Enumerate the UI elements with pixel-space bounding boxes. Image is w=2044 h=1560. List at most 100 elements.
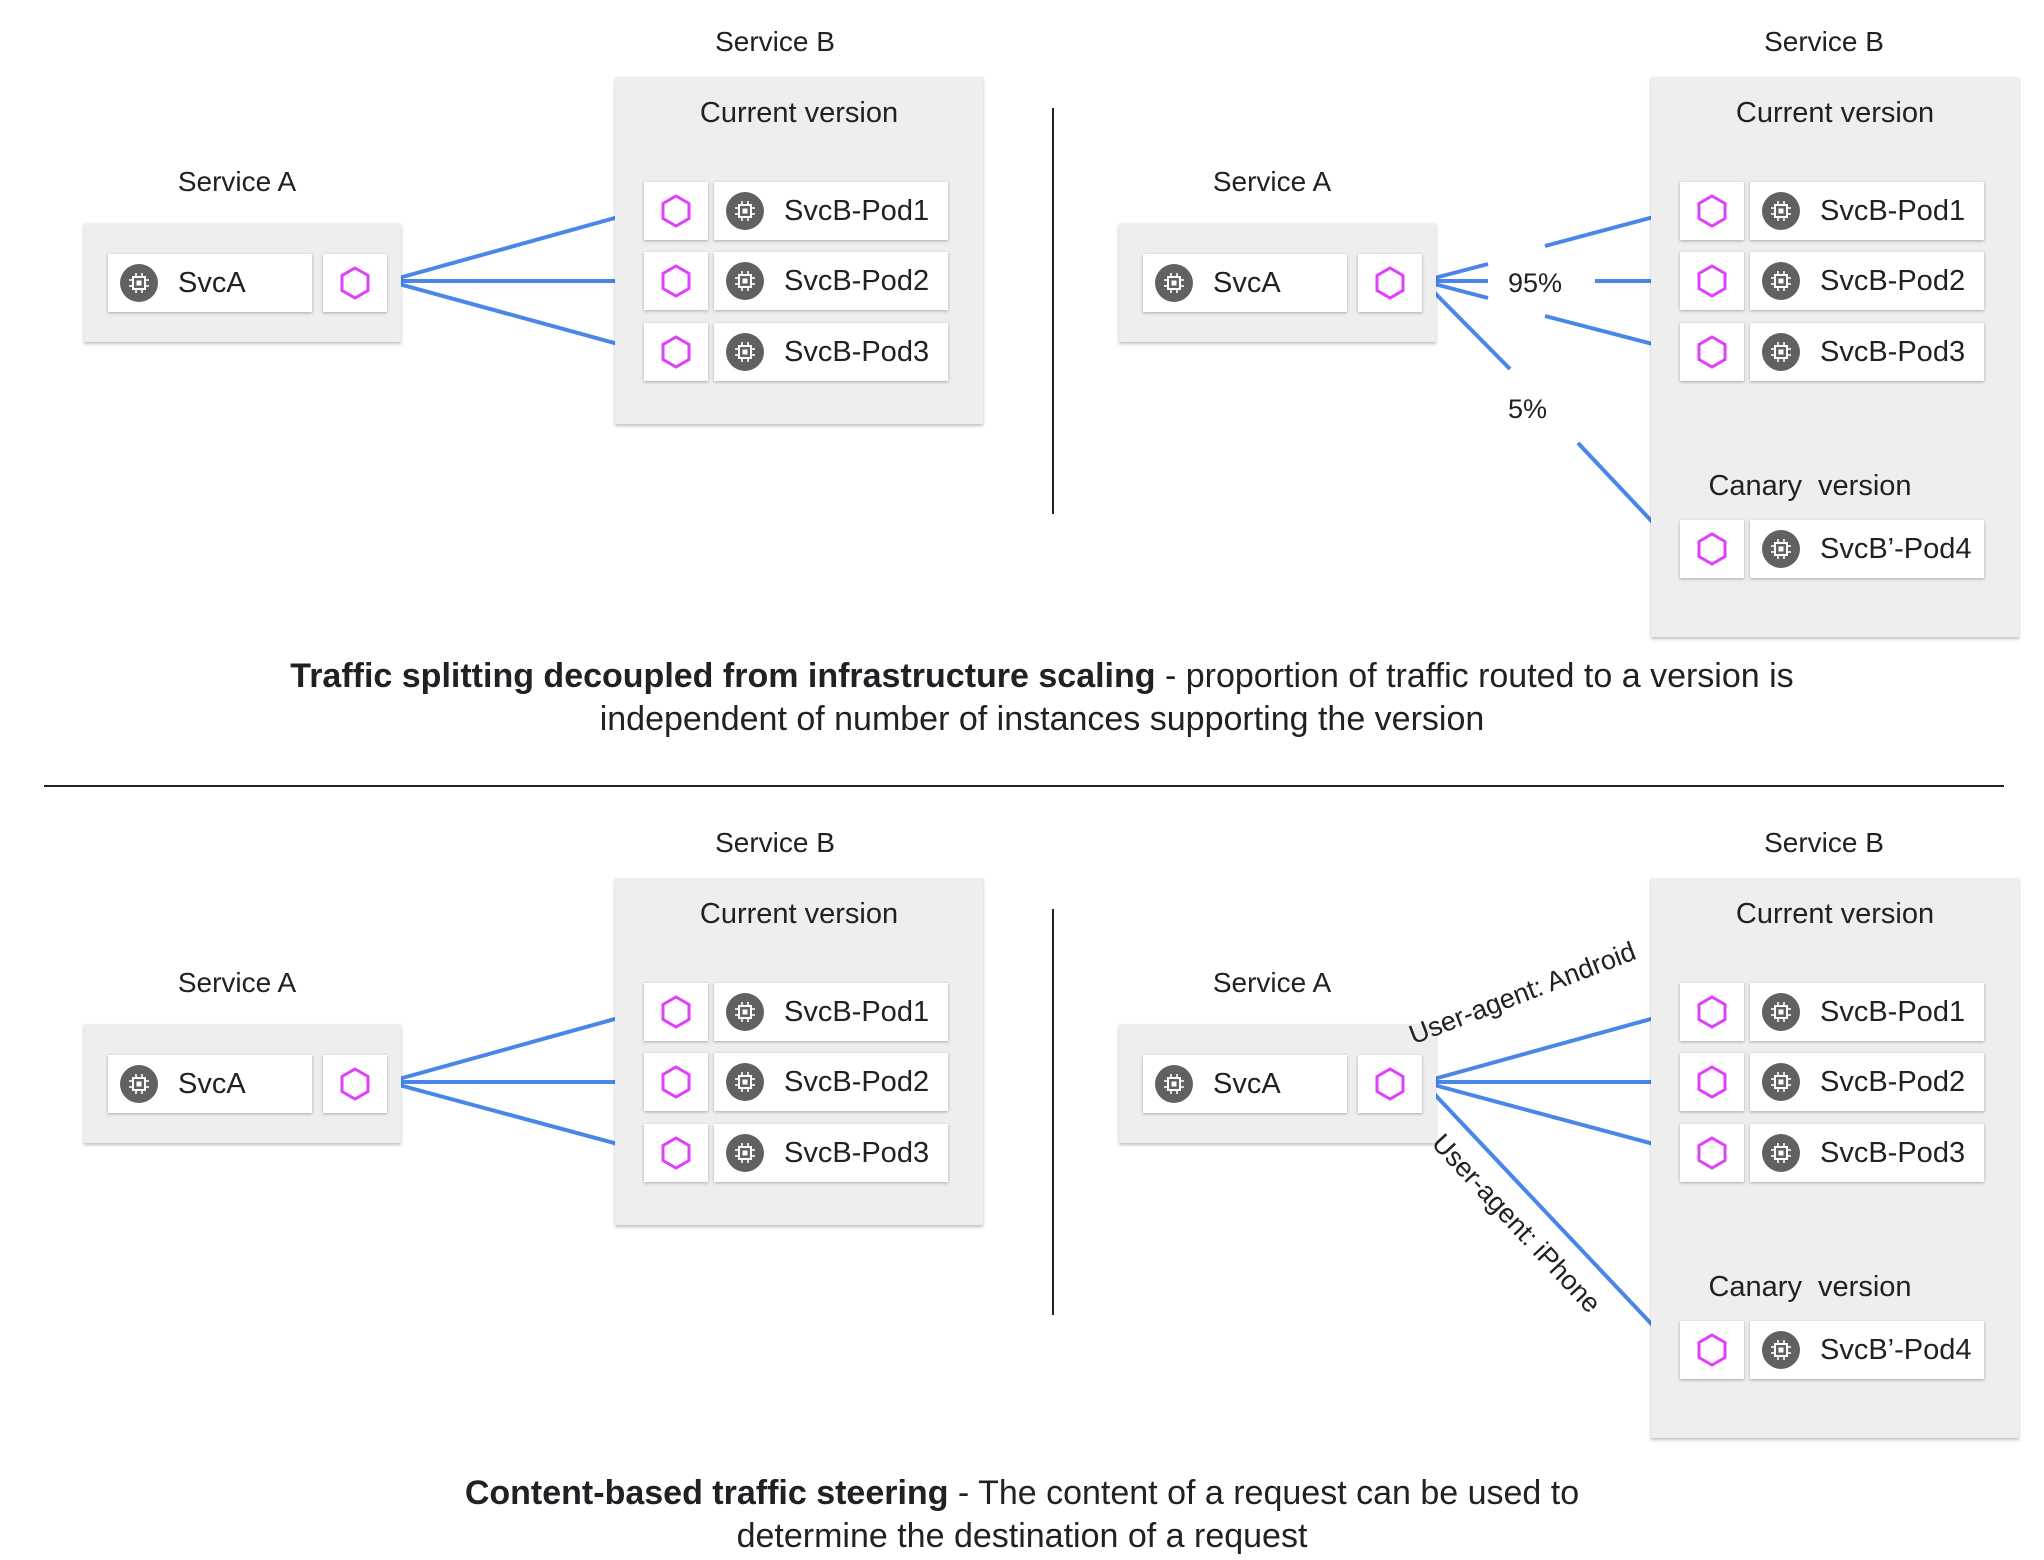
envoy-proxy-card [644, 1053, 708, 1111]
envoy-proxy-card [1680, 1321, 1744, 1379]
envoy-proxy-card [1680, 983, 1744, 1041]
envoy-proxy-card [323, 1055, 387, 1113]
arrow-bl-pod3 [387, 1080, 642, 1155]
arrow-bl-pod1 [387, 1007, 642, 1084]
pod-card: SvcB-Pod2 [1750, 1053, 1984, 1111]
pod-card: SvcB-Pod1 [1750, 983, 1984, 1041]
caption-bottom-bold: Content-based traffic steering [464, 1474, 949, 1512]
pod-name: SvcB-Pod2 [1820, 264, 1966, 297]
chip-icon [1762, 192, 1800, 230]
envoy-hexagon-icon [340, 266, 370, 300]
envoy-hexagon-icon [1697, 194, 1727, 228]
envoy-hexagon-icon [661, 264, 691, 298]
pod-name: SvcA [1213, 1067, 1281, 1100]
svca-pod-card: SvcA [108, 1055, 312, 1113]
envoy-hexagon-icon [340, 1067, 370, 1101]
caption-bottom-rest: - The content of a request can be used t… [948, 1474, 1580, 1512]
service-b-title: Service B [1764, 26, 1884, 57]
envoy-hexagon-icon [1375, 266, 1405, 300]
vertical-divider [1052, 108, 1054, 514]
chip-icon [1762, 262, 1800, 300]
pod-name: SvcB’-Pod4 [1820, 532, 1972, 565]
traffic-percent-current: 95% [1508, 268, 1563, 298]
traffic-percent-canary: 5% [1508, 394, 1548, 424]
chip-icon [1762, 1134, 1800, 1172]
canary-pod-card: SvcB’-Pod4 [1750, 1321, 1984, 1379]
envoy-proxy-card [1680, 520, 1744, 578]
svca-pod-card: SvcA [108, 254, 312, 312]
pod-name: SvcB-Pod2 [784, 264, 930, 297]
chip-icon [726, 333, 764, 371]
envoy-hexagon-icon [1375, 1067, 1405, 1101]
chip-icon [726, 262, 764, 300]
chip-icon [726, 993, 764, 1031]
pod-card: SvcB-Pod3 [714, 1124, 948, 1182]
envoy-proxy-card [644, 1124, 708, 1182]
envoy-hexagon-icon [661, 1136, 691, 1170]
service-b-title: Service B [715, 827, 835, 858]
chip-icon [120, 264, 158, 302]
canary-version-label: Canary version [1708, 470, 1912, 502]
pod-card: SvcB-Pod2 [1750, 252, 1984, 310]
arrow-br-pod3 [1422, 1080, 1678, 1155]
caption-bottom-line2: determine the destination of a request [736, 1517, 1308, 1555]
arrow-tl-pod3 [387, 279, 642, 355]
pod-name: SvcB-Pod1 [784, 194, 930, 227]
service-a-title: Service A [1212, 166, 1332, 197]
chip-icon [1762, 993, 1800, 1031]
caption-bottom-line1: Content-based traffic steering - The con… [0, 1472, 2044, 1515]
arrow-tr-start-4 [1421, 279, 1512, 371]
pod-card: SvcB-Pod1 [714, 182, 948, 240]
caption-top: Traffic splitting decoupled from infrast… [0, 655, 2044, 741]
envoy-proxy-card [1680, 323, 1744, 381]
envoy-proxy-card [644, 983, 708, 1041]
chip-icon [726, 1134, 764, 1172]
pod-name: SvcB’-Pod4 [1820, 1333, 1972, 1366]
pod-name: SvcB-Pod2 [1820, 1065, 1966, 1098]
pod-name: SvcB-Pod1 [784, 995, 930, 1028]
pod-name: SvcB-Pod1 [1820, 194, 1966, 227]
chip-icon [1762, 1063, 1800, 1101]
pod-card: SvcB-Pod3 [1750, 323, 1984, 381]
pod-card: SvcB-Pod1 [714, 983, 948, 1041]
chip-icon [1155, 1065, 1193, 1103]
envoy-hexagon-icon [1697, 1136, 1727, 1170]
envoy-hexagon-icon [661, 335, 691, 369]
envoy-hexagon-icon [1697, 995, 1727, 1029]
chip-icon [1762, 1331, 1800, 1369]
caption-top-rest: - proportion of traffic routed to a vers… [1155, 657, 1794, 695]
envoy-hexagon-icon [1697, 532, 1727, 566]
envoy-hexagon-icon [661, 1065, 691, 1099]
caption-top-bold: Traffic splitting decoupled from infrast… [290, 657, 1156, 695]
envoy-hexagon-icon [661, 194, 691, 228]
svca-pod-card: SvcA [1143, 254, 1347, 312]
chip-icon [1762, 530, 1800, 568]
envoy-hexagon-icon [661, 995, 691, 1029]
caption-top-line1: Traffic splitting decoupled from infrast… [40, 655, 2044, 698]
pod-name: SvcB-Pod3 [784, 1136, 930, 1169]
pod-name: SvcB-Pod2 [784, 1065, 930, 1098]
pod-name: SvcB-Pod3 [1820, 335, 1966, 368]
pod-card: SvcB-Pod2 [714, 252, 948, 310]
arrow-tl-pod1 [387, 206, 642, 283]
current-version-label: Current version [1735, 898, 1935, 930]
horizontal-divider [44, 785, 2004, 787]
pod-card: SvcB-Pod2 [714, 1053, 948, 1111]
envoy-proxy-card [644, 323, 708, 381]
service-a-title: Service A [177, 166, 297, 197]
chip-icon [726, 192, 764, 230]
envoy-proxy-card [644, 252, 708, 310]
current-version-label: Current version [1735, 97, 1935, 129]
service-a-title: Service A [177, 967, 297, 998]
arrow-br-pod1 [1422, 1007, 1678, 1084]
chip-icon [726, 1063, 764, 1101]
caption-top-line2: independent of number of instances suppo… [599, 700, 1485, 738]
pod-card: SvcB-Pod3 [714, 323, 948, 381]
envoy-hexagon-icon [1697, 1065, 1727, 1099]
pod-name: SvcA [1213, 266, 1281, 299]
envoy-proxy-card [1680, 1053, 1744, 1111]
current-version-label: Current version [699, 97, 899, 129]
envoy-hexagon-icon [1697, 335, 1727, 369]
envoy-proxy-card [1358, 254, 1422, 312]
service-a-title: Service A [1212, 967, 1332, 998]
